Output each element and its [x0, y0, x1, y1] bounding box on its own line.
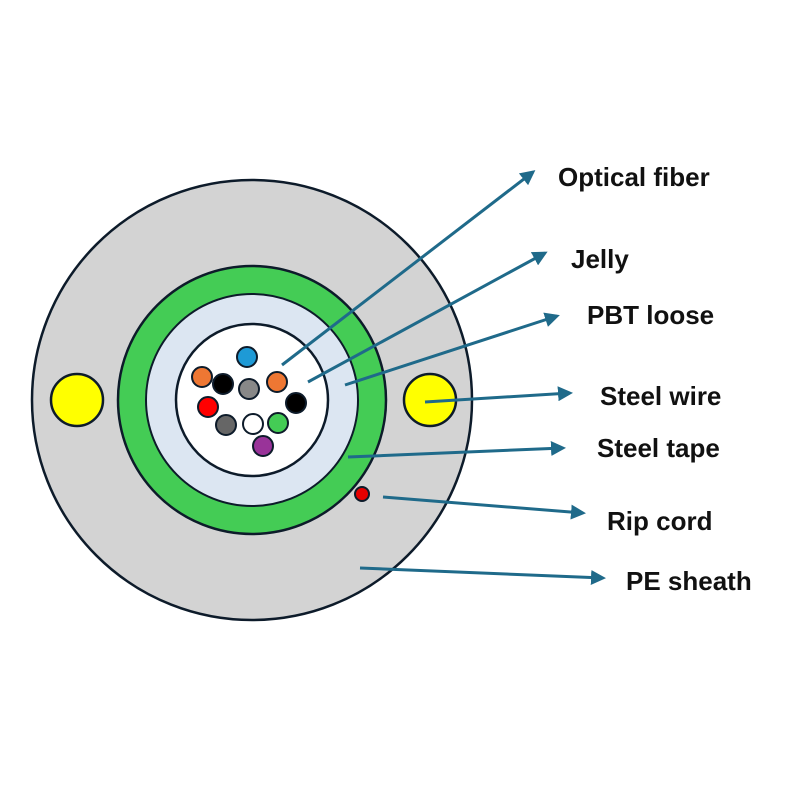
- fiber: [266, 371, 288, 393]
- arrow-jelly: [307, 251, 548, 384]
- label-steel-tape: Steel tape: [597, 433, 720, 463]
- label-optical-fiber: Optical fiber: [558, 162, 710, 192]
- fiber: [191, 366, 213, 388]
- fiber: [236, 346, 258, 368]
- arrow-pe-sheath: [359, 566, 606, 586]
- label-pbt-loose: PBT loose: [587, 300, 714, 330]
- label-pe-sheath: PE sheath: [626, 566, 752, 596]
- arrow-steel-wire: [424, 386, 573, 404]
- label-jelly: Jelly: [571, 244, 629, 274]
- fiber: [238, 378, 260, 400]
- callout-arrows: [281, 170, 606, 586]
- fiber: [212, 373, 234, 395]
- arrow-rip-cord: [382, 495, 586, 520]
- fiber: [242, 413, 264, 435]
- arrow-pbt-loose: [344, 312, 560, 387]
- fiber: [285, 392, 307, 414]
- fiber: [252, 435, 274, 457]
- arrow-optical-fiber: [281, 170, 536, 367]
- fiber: [197, 396, 219, 418]
- fiber: [215, 414, 237, 436]
- steel-wire-left: [49, 372, 105, 428]
- label-steel-wire: Steel wire: [600, 381, 721, 411]
- optical-fibers: [191, 346, 307, 457]
- fiber: [267, 412, 289, 434]
- arrow-steel-tape: [347, 441, 566, 459]
- jelly-core: [174, 322, 330, 478]
- label-rip-cord: Rip cord: [607, 506, 712, 536]
- rip-cord: [354, 486, 370, 502]
